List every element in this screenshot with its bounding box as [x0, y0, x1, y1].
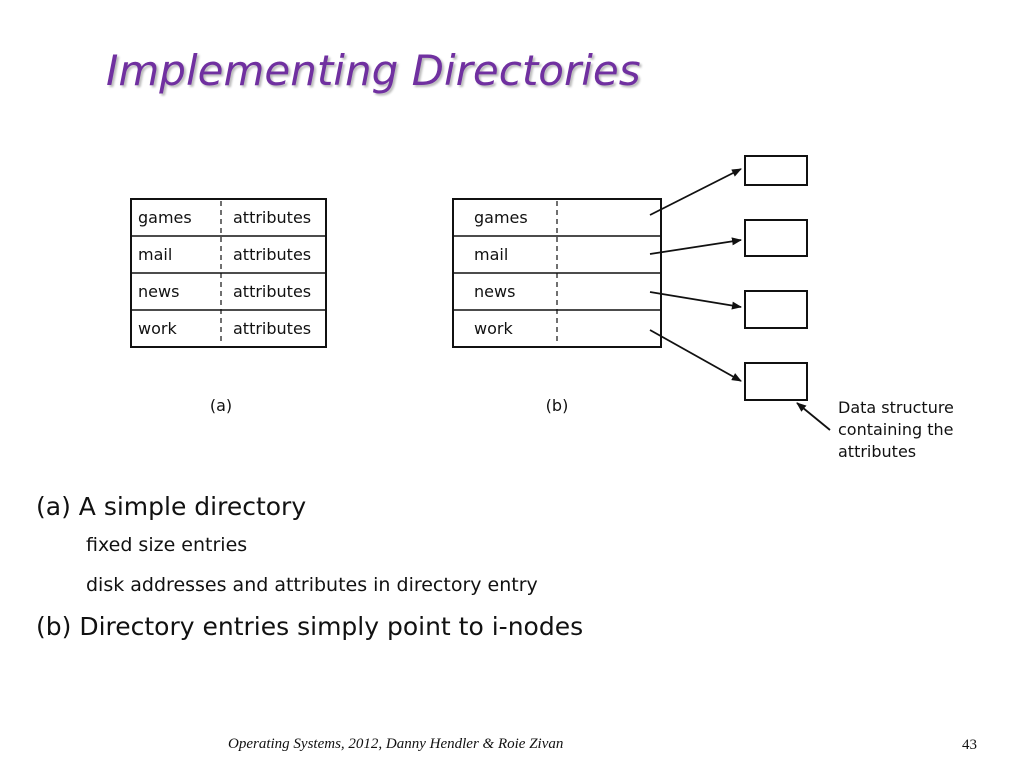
table-b-row-work: work	[474, 319, 513, 338]
directory-diagram: games mail news work attributes attribut…	[130, 155, 954, 461]
table-b-row-news: news	[474, 282, 515, 301]
inode-box-work	[744, 362, 808, 401]
table-a-row-games: games	[138, 208, 192, 227]
table-a-attr-news: attributes	[233, 282, 311, 301]
bullet-a-sub-1: fixed size entries	[86, 534, 248, 556]
pointer-arrow-games	[649, 168, 742, 216]
annotation-line-3: attributes	[838, 442, 916, 461]
table-a-attr-mail: attributes	[233, 245, 311, 264]
bullet-b-heading: (b) Directory entries simply point to i-…	[36, 612, 584, 641]
bullet-a-heading: (a) A simple directory	[36, 492, 307, 521]
inode-box-news	[744, 290, 808, 329]
table-a-attr-games: attributes	[233, 208, 311, 227]
annotation-line-2: containing the	[838, 420, 953, 439]
table-b: games mail news work (b)	[452, 198, 662, 415]
table-a-attr-work: attributes	[233, 319, 311, 338]
pointer-arrows	[649, 168, 831, 431]
table-a-row-mail: mail	[138, 245, 172, 264]
annotation-line-1: Data structure	[838, 398, 954, 417]
table-b-label: (b)	[546, 396, 569, 415]
slide-title: Implementing Directories	[106, 46, 641, 95]
inode-box-mail	[744, 219, 808, 257]
footer-text: Operating Systems, 2012, Danny Hendler &…	[228, 736, 564, 752]
table-a-row-work: work	[138, 319, 177, 338]
annotation: Data structure containing the attributes	[838, 398, 954, 461]
table-a-label: (a)	[210, 396, 232, 415]
table-b-row-games: games	[474, 208, 528, 227]
bullet-list: (a) A simple directory fixed size entrie…	[36, 490, 583, 644]
pointer-arrow-news	[649, 291, 742, 310]
pointer-arrow-mail	[649, 237, 742, 255]
inode-box-games	[744, 155, 808, 186]
table-b-row-mail: mail	[474, 245, 508, 264]
annotation-arrow	[796, 402, 831, 431]
bullet-a-sub-2: disk addresses and attributes in directo…	[86, 574, 538, 596]
inode-boxes	[744, 155, 808, 401]
page-number: 43	[962, 737, 977, 753]
table-a: games mail news work attributes attribut…	[130, 198, 327, 415]
pointer-arrow-work	[649, 329, 742, 382]
table-a-row-news: news	[138, 282, 179, 301]
